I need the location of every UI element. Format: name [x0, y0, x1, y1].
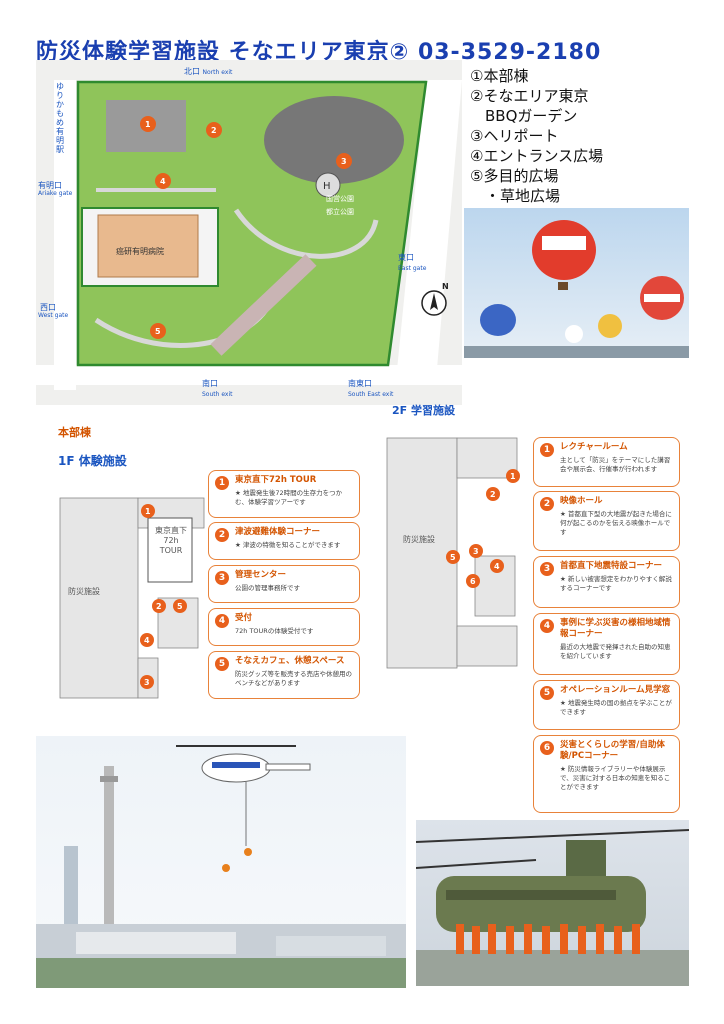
svg-text:4: 4 — [160, 177, 166, 186]
f2-card-2: 2 映像ホール ★ 首都直下型の大地震が起きた場合に何が起こるのかを伝える映像ホ… — [533, 491, 680, 551]
map-marker-3: 3 — [336, 153, 352, 169]
f1-label: 1F 体験施設 — [58, 454, 127, 468]
map-marker-5: 5 — [150, 323, 166, 339]
f2-label: 2F 学習施設 — [392, 404, 455, 417]
chinook-photo — [416, 820, 689, 986]
balloon-photo — [464, 208, 689, 358]
helicopter-rescue-photo-art — [36, 745, 406, 988]
legend-item: ⑤多目的広場 — [470, 167, 559, 185]
park-label-metro: 都立公園 — [326, 208, 354, 216]
f1-floorplan: 1 2 5 4 3 防災施設 東京直下 72h TOUR — [58, 478, 208, 718]
svg-text:2: 2 — [156, 602, 162, 611]
svg-text:6: 6 — [470, 577, 476, 586]
helicopter-rescue-photo — [36, 736, 406, 988]
legend-item: ②そなエリア東京 — [470, 87, 589, 105]
f2-card-5: 5 オペレーションルーム見学窓 ★ 地震発生時の国の拠点を学ぶことができます — [533, 680, 680, 730]
svg-text:1: 1 — [510, 472, 516, 481]
ariake-gate-label: 有明口 — [38, 181, 62, 190]
svg-text:3: 3 — [341, 157, 347, 166]
f2-card-1: 1 レクチャールーム 主として「防災」をテーマにした講習会や展示会、行催事が行わ… — [533, 437, 680, 487]
f2-card-4: 4 事例に学ぶ災害の様相地域情報コーナー 最近の大地震で発揮された自助の知恵を紹… — [533, 613, 680, 675]
bousai-label-1f: 防災施設 — [68, 587, 100, 596]
f1-card-3: 3 管理センター 公園の管理事務所です — [208, 565, 360, 603]
svg-text:5: 5 — [177, 602, 183, 611]
svg-text:5: 5 — [450, 553, 456, 562]
west-gate-label: 西口 — [40, 303, 56, 312]
station-label: ゆりかもめ有明駅 — [56, 82, 64, 154]
site-map: H 1 2 3 4 5 北口 North exit ゆりかもめ有明駅 有明口 A… — [36, 60, 462, 405]
legend-item: ①本部棟 — [470, 67, 529, 85]
svg-text:2: 2 — [211, 126, 217, 135]
svg-text:H: H — [323, 181, 331, 192]
north-exit-label: 北口 North exit — [184, 67, 233, 76]
compass-north-label: N — [442, 282, 449, 291]
map-marker-1: 1 — [140, 116, 156, 132]
f1-card-2: 2 津波避難体験コーナー ★ 津波の特徴を知ることができます — [208, 522, 360, 560]
legend-item: ④エントランス広場 — [470, 147, 604, 165]
facility-legend: ①本部棟 ②そなエリア東京 BBQガーデン ③ヘリポート ④エントランス広場 ⑤… — [470, 66, 603, 206]
svg-text:4: 4 — [494, 562, 500, 571]
legend-item: ・草地広場 — [470, 187, 561, 205]
hospital-label: 癌研有明病院 — [116, 247, 164, 256]
f1-card-1: 1 東京直下72h TOUR ★ 地震発生後72時間の生存力をつかむ、体験学習ツ… — [208, 470, 360, 518]
legend-item: ③ヘリポート — [470, 127, 559, 145]
west-gate-en-label: West gate — [38, 312, 69, 319]
f1-card-4: 4 受付 72h TOURの体験受付です — [208, 608, 360, 646]
f2-card-3: 3 首都直下地震特設コーナー ★ 新しい被害想定をわかりやすく解説するコーナーで… — [533, 556, 680, 608]
chinook-photo-art — [416, 829, 689, 986]
f2-floorplan-art: 1 2 3 4 5 6 — [386, 437, 520, 669]
svg-text:3: 3 — [144, 678, 150, 687]
ariake-gate-en-label: Ariake gate — [38, 190, 73, 197]
map-marker-4: 4 — [155, 173, 171, 189]
svg-text:5: 5 — [155, 327, 161, 336]
svg-text:3: 3 — [473, 547, 479, 556]
f2-card-6: 6 災害とくらしの学習/自助体験/PCコーナー ★ 防災情報ライブラリーや体験展… — [533, 735, 680, 813]
balloon-photo-art — [464, 220, 689, 358]
section-title: 本部棟 — [58, 426, 91, 439]
park-label-national: 国営公園 — [326, 195, 354, 203]
site-map-drawing: H 1 2 3 4 5 — [36, 60, 462, 405]
map-marker-2: 2 — [206, 122, 222, 138]
svg-text:4: 4 — [144, 636, 150, 645]
svg-text:2: 2 — [490, 490, 496, 499]
svg-text:1: 1 — [145, 507, 151, 516]
bousai-label-2f: 防災施設 — [403, 535, 435, 544]
legend-item: BBQガーデン — [470, 107, 578, 125]
tour-logo: 東京直下 72h TOUR — [155, 526, 187, 555]
f1-floorplan-art: 1 2 5 4 3 — [59, 497, 205, 699]
f2-floorplan: 1 2 3 4 5 6 防災施設 — [385, 436, 530, 686]
f1-card-5: 5 そなえカフェ、休憩スペース 防災グッズ等を販売する売店や休憩用のベンチなどが… — [208, 651, 360, 699]
svg-text:1: 1 — [145, 120, 151, 129]
